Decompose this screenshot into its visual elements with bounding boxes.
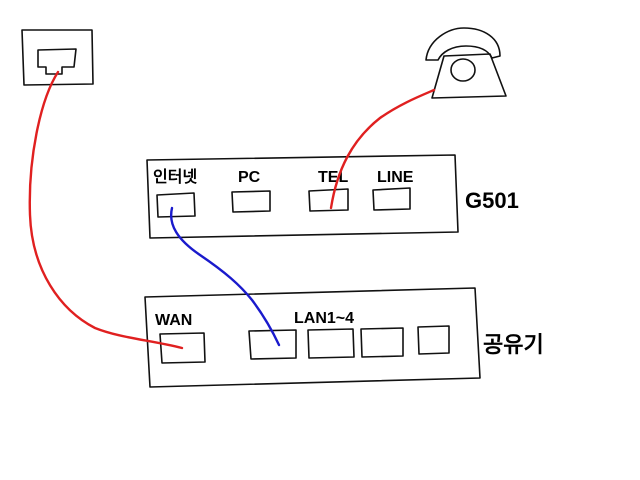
router-port-lan4 — [417, 325, 450, 355]
telephone-icon — [425, 27, 507, 99]
modem-port-label-tel: TEL — [318, 169, 348, 186]
modem-g501-box — [146, 154, 459, 239]
modem-port-label-pc: PC — [238, 169, 261, 186]
router-port-wan — [159, 332, 206, 364]
router-name-label: 공유기 — [483, 332, 544, 357]
modem-port-label-internet: 인터넷 — [153, 168, 197, 186]
wall-jack-icon — [21, 29, 94, 86]
router-port-lan1 — [248, 329, 297, 360]
router-port-lan3 — [360, 327, 404, 358]
router-wan-label: WAN — [155, 312, 192, 329]
modem-port-tel — [308, 188, 349, 212]
router-box — [144, 287, 481, 388]
cable-tel-to-phone — [329, 88, 436, 210]
cable-internet-to-lan — [169, 206, 281, 347]
router-port-lan2 — [307, 328, 355, 359]
modem-port-internet — [156, 192, 196, 218]
modem-port-line — [372, 187, 411, 211]
modem-name-label: G501 — [465, 188, 519, 213]
cable-wall-to-wan — [28, 70, 184, 350]
router-ports — [159, 325, 450, 364]
modem-ports — [156, 187, 411, 218]
router-lan-label: LAN1~4 — [294, 310, 354, 327]
modem-port-pc — [231, 190, 271, 213]
modem-port-label-line: LINE — [377, 169, 414, 186]
